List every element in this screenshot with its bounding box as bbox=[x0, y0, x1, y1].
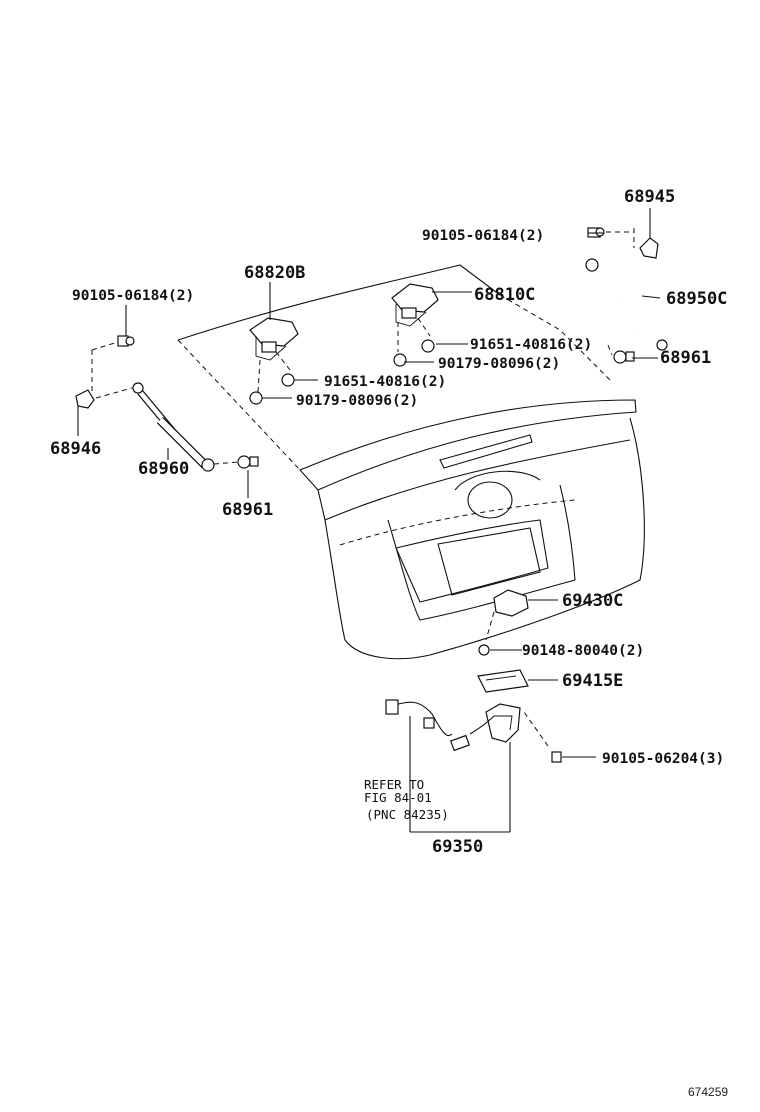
label-91651-40816-left: 91651-40816(2) bbox=[324, 374, 446, 390]
label-68946: 68946 bbox=[50, 439, 101, 459]
label-68961-left: 68961 bbox=[222, 500, 273, 520]
label-68820B: 68820B bbox=[244, 263, 305, 283]
label-90105-06204: 90105-06204(3) bbox=[602, 751, 724, 767]
label-90148-80040: 90148-80040(2) bbox=[522, 643, 644, 659]
back-door-lock-69350 bbox=[450, 703, 521, 752]
back-door-panel bbox=[177, 264, 645, 660]
back-door-stay-left bbox=[132, 382, 215, 472]
refer-line-2: FIG 84-01 bbox=[364, 790, 432, 805]
nut-91651-left bbox=[281, 373, 295, 387]
label-69430C: 69430C bbox=[562, 591, 623, 611]
stay-bracket-68945 bbox=[606, 228, 659, 259]
label-69415E: 69415E bbox=[562, 671, 623, 691]
label-90179-08096-left: 90179-08096(2) bbox=[296, 393, 418, 409]
lock-control-69430C bbox=[485, 589, 529, 641]
bolt-90179-left bbox=[249, 391, 263, 405]
label-90105-06184-left: 90105-06184(2) bbox=[72, 288, 194, 304]
label-68810C: 68810C bbox=[474, 285, 535, 305]
refer-line-3: (PNC 84235) bbox=[366, 807, 449, 822]
hinge-68820B bbox=[249, 317, 299, 393]
label-90179-08096-center: 90179-08096(2) bbox=[438, 356, 560, 372]
leader-lines bbox=[77, 208, 661, 833]
stay-ball-68961-left bbox=[213, 455, 259, 469]
label-69350: 69350 bbox=[432, 837, 483, 857]
refer-line-1: REFER TO bbox=[364, 777, 424, 792]
label-68950C: 68950C bbox=[666, 289, 727, 309]
label-68945: 68945 bbox=[624, 187, 675, 207]
nut-91651-center bbox=[421, 339, 435, 353]
label-68960: 68960 bbox=[138, 459, 189, 479]
label-91651-40816-center: 91651-40816(2) bbox=[470, 337, 592, 353]
lock-cover-69415E bbox=[477, 669, 529, 693]
wire-harness bbox=[385, 699, 453, 736]
stay-bracket-68946 bbox=[75, 341, 133, 409]
back-door-stay-right bbox=[585, 258, 668, 351]
bolt-90179-center bbox=[393, 353, 407, 367]
screw-90148 bbox=[478, 644, 490, 656]
hinge-68810C bbox=[391, 283, 439, 352]
label-68961-right: 68961 bbox=[660, 348, 711, 368]
bolt-90105-left bbox=[117, 335, 135, 347]
label-90105-06184-right: 90105-06184(2) bbox=[422, 228, 544, 244]
figure-number: 674259 bbox=[688, 1085, 728, 1099]
stay-ball-68961-right bbox=[607, 344, 635, 364]
bolt-90105-06204 bbox=[523, 711, 562, 763]
